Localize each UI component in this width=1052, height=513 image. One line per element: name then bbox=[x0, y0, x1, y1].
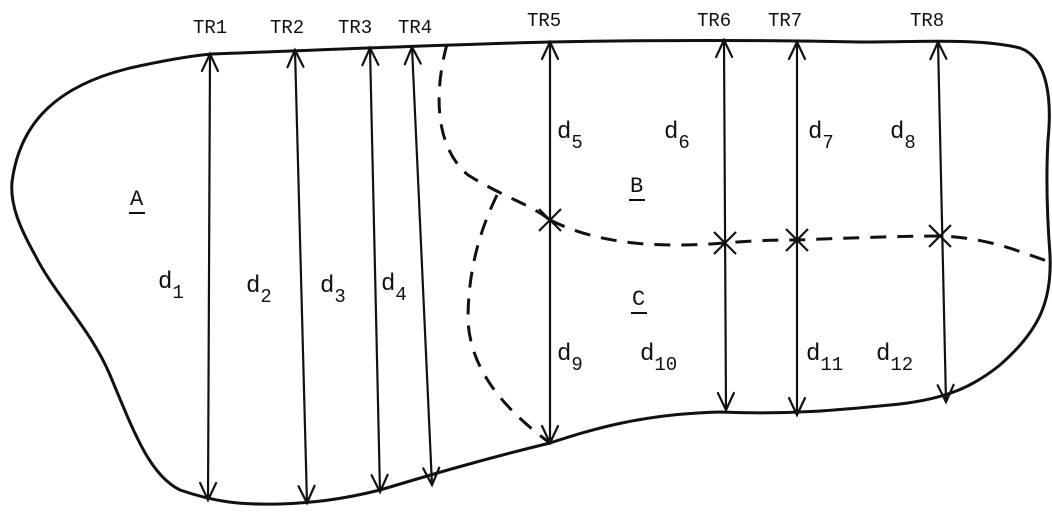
tr5-arrow-bottom bbox=[540, 424, 560, 446]
tr1-arrow-bottom bbox=[198, 481, 218, 503]
d7-label: d7 bbox=[808, 119, 834, 154]
tr2-label: TR2 bbox=[270, 17, 304, 39]
d9-label: d9 bbox=[557, 341, 583, 376]
tr6-line bbox=[722, 39, 728, 411]
tr8-line bbox=[936, 41, 948, 403]
tr1-label: TR1 bbox=[193, 17, 227, 39]
d10-label: d10 bbox=[640, 341, 677, 376]
d3-label: d3 bbox=[320, 273, 346, 308]
tr8-label: TR8 bbox=[910, 10, 944, 32]
d12-label: d12 bbox=[876, 341, 913, 376]
transect-lines: TR1 TR2 TR3 TR4 TR5 TR6 TR7 TR8 bbox=[193, 10, 955, 506]
boundary-a-c bbox=[466, 194, 551, 445]
tr3-line bbox=[368, 47, 382, 493]
tr8-arrow-bottom bbox=[936, 383, 955, 405]
d5-label: d5 bbox=[557, 119, 583, 154]
d8-label: d8 bbox=[890, 119, 916, 154]
tr5-label: TR5 bbox=[527, 10, 561, 32]
tr4-line bbox=[410, 46, 434, 486]
d2-label: d2 bbox=[246, 273, 272, 308]
region-labels: A B C bbox=[129, 174, 647, 314]
d1-label: d1 bbox=[158, 269, 184, 304]
boundary-a-b bbox=[437, 43, 551, 222]
tr4-arrow-top bbox=[403, 44, 422, 66]
tr3-arrow-top bbox=[361, 45, 380, 67]
distance-labels: d1 d2 d3 d4 d5 d6 d7 d8 d9 d10 d11 d12 bbox=[158, 119, 916, 376]
tr4-label: TR4 bbox=[398, 17, 432, 39]
tr2-line bbox=[293, 49, 309, 504]
tr1-arrow-top bbox=[200, 51, 220, 73]
tr7-intersection-mark bbox=[785, 228, 809, 252]
tr6-label: TR6 bbox=[697, 10, 731, 32]
tr7-arrow-top bbox=[787, 39, 807, 61]
tr3-label: TR3 bbox=[338, 17, 372, 39]
tr6-arrow-bottom bbox=[716, 391, 736, 413]
boundary-b-c bbox=[549, 218, 1051, 264]
tr4-arrow-bottom bbox=[422, 466, 441, 488]
region-a-label: A bbox=[130, 187, 144, 212]
tr7-arrow-bottom bbox=[787, 396, 807, 418]
tr8-intersection-mark bbox=[928, 224, 952, 248]
region-b-label: B bbox=[630, 174, 643, 199]
tr6-arrow-top bbox=[714, 37, 734, 59]
region-c-label: C bbox=[632, 287, 645, 312]
tr2-arrow-bottom bbox=[297, 484, 316, 506]
tr7-label: TR7 bbox=[768, 10, 802, 32]
d4-label: d4 bbox=[381, 271, 407, 306]
tr5-arrow-top bbox=[540, 39, 560, 61]
tr3-arrow-bottom bbox=[370, 473, 389, 495]
tr1-line bbox=[206, 53, 212, 501]
tr6-intersection-mark bbox=[713, 231, 737, 255]
tr5-intersection-mark bbox=[538, 208, 562, 232]
tr2-arrow-top bbox=[286, 47, 305, 69]
tr8-arrow-top bbox=[929, 39, 948, 61]
d6-label: d6 bbox=[664, 119, 690, 154]
d11-label: d11 bbox=[806, 341, 843, 376]
